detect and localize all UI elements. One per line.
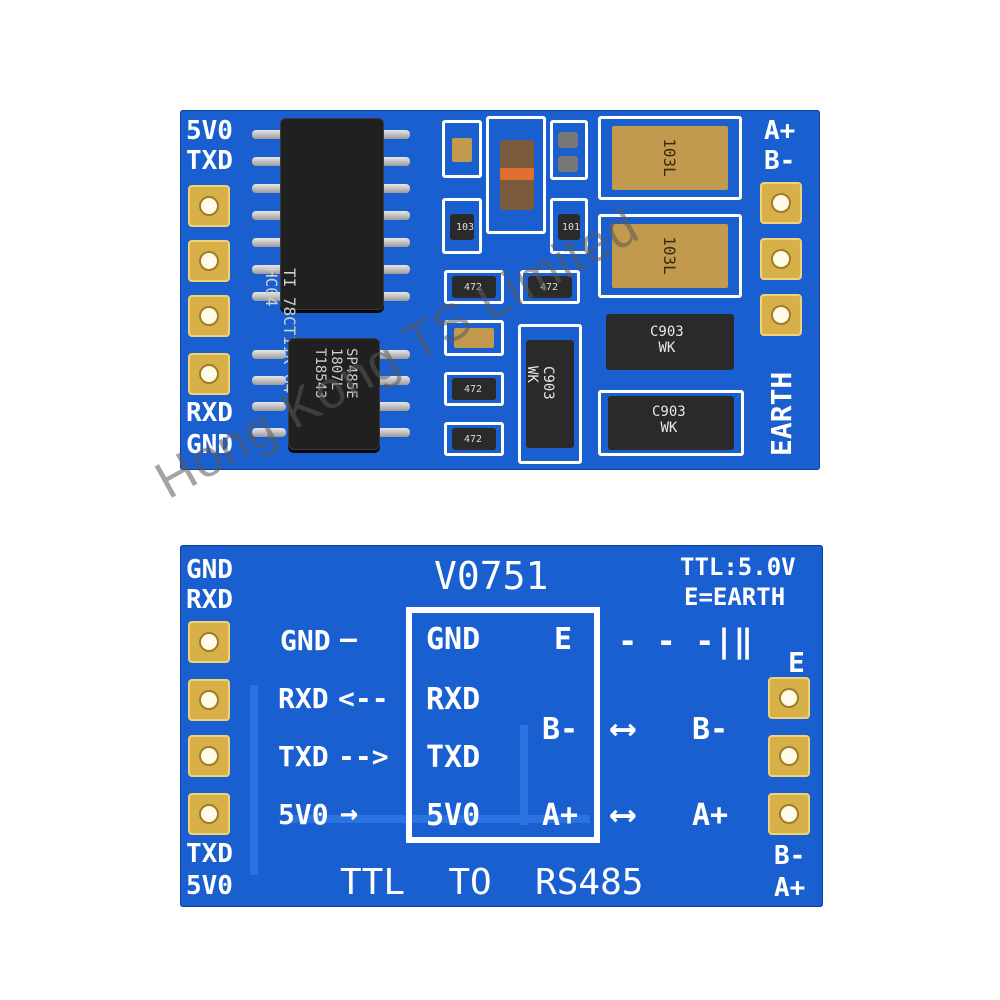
bottom-title: V0751 [434, 554, 549, 598]
tantalum-cap-2 [612, 224, 728, 288]
label-a-plus-bottom: A+ [774, 873, 806, 903]
resistor-472-2: 472 [540, 282, 559, 293]
inner-5v0: 5V0 [426, 798, 481, 833]
resistor-frame [444, 422, 504, 456]
hc04-chip: TI 78CT11K G4HC04 [262, 118, 384, 393]
pad-bottom-left-4 [188, 793, 230, 835]
pad-bottom-left-3 [188, 735, 230, 777]
arrow-a-plus: ⟷ [612, 794, 634, 835]
label-txd-bottom: TXD [186, 839, 233, 869]
tantalum-label-1: 103L [659, 138, 679, 177]
pad-left-4 [188, 353, 230, 395]
resistor-472-4: 472 [464, 434, 483, 445]
tvs-frame [518, 324, 582, 464]
label-a-plus-arrow: A+ [692, 798, 729, 833]
label-gnd-top: GND [186, 430, 233, 460]
module-box [406, 607, 600, 843]
pad-right-1 [760, 182, 802, 224]
inner-txd: TXD [426, 740, 481, 775]
label-5v0-top: 5V0 [186, 116, 233, 146]
tvs-diode-3: C903 WK [608, 396, 734, 450]
row-txd-arrow: --> [338, 740, 389, 773]
earth-symbol: - - -|‖ [618, 622, 753, 660]
inner-e: E [554, 622, 573, 657]
inner-rxd: RXD [426, 682, 481, 717]
pad-left-1 [188, 185, 230, 227]
tantalum-frame-2 [598, 214, 742, 298]
component-frame [550, 198, 588, 254]
label-txd-top: TXD [186, 146, 233, 176]
component-frame [486, 116, 546, 234]
info-line-2: E=EARTH [684, 583, 786, 611]
resistor-frame [444, 372, 504, 406]
row-rxd-arrow: <-- [338, 682, 389, 715]
tvs-frame [598, 390, 744, 456]
bottom-board: V0751 TTL:5.0V E=EARTH GND RXD TXD 5V0 G… [180, 545, 823, 907]
resistor-label: 101 [562, 222, 581, 233]
label-b-minus-arrow: B- [692, 712, 729, 747]
info-line-1: TTL:5.0V [680, 553, 796, 581]
resistor-label: 103 [456, 222, 475, 233]
component-frame [442, 120, 482, 178]
inner-gnd: GND [426, 622, 481, 657]
label-5v0-bottom: 5V0 [186, 871, 233, 901]
label-b-minus-top: B- [764, 146, 796, 176]
pad-bottom-right-3 [768, 793, 810, 835]
inner-b-minus: B- [542, 712, 579, 747]
row-gnd-arrow: — [340, 622, 357, 655]
resistor-frame [520, 270, 580, 304]
row-rxd-left: RXD [278, 682, 329, 715]
footer-text: TTL TO RS485 [340, 862, 644, 903]
resistor-472-3: 472 [464, 384, 483, 395]
arrow-b-minus: ⟷ [612, 708, 634, 749]
label-a-plus-top: A+ [764, 116, 796, 146]
tantalum-cap-1 [612, 126, 728, 190]
inner-a-plus: A+ [542, 798, 579, 833]
label-earth-top: EARTH [765, 371, 798, 456]
sp485-chip: SP485E 1807L T18543 [288, 338, 380, 450]
pad-bottom-left-1 [188, 621, 230, 663]
tantalum-frame-1 [598, 116, 742, 200]
label-b-minus-bottom: B- [774, 841, 806, 871]
row-5v0-arrow: → [340, 796, 359, 831]
resistor-472-1: 472 [464, 282, 483, 293]
component-frame [550, 120, 588, 180]
label-gnd-bottom: GND [186, 555, 233, 585]
row-5v0-left: 5V0 [278, 798, 329, 831]
pad-bottom-right-1 [768, 677, 810, 719]
label-rxd-top: RXD [186, 398, 233, 428]
row-gnd-left: GND [280, 624, 331, 657]
pad-right-2 [760, 238, 802, 280]
row-txd-left: TXD [278, 740, 329, 773]
pad-bottom-left-2 [188, 679, 230, 721]
component-frame [442, 198, 482, 254]
component-frame [444, 320, 504, 356]
pad-left-3 [188, 295, 230, 337]
tantalum-label-2: 103L [659, 236, 679, 275]
label-rxd-bottom: RXD [186, 585, 233, 615]
top-board: 5V0 TXD RXD GND TI 78CT11K G4HC04 SP485E… [180, 110, 820, 470]
label-e-right: E [788, 646, 805, 679]
pad-bottom-right-2 [768, 735, 810, 777]
tvs-diode-2: C903 WK [606, 314, 734, 370]
resistor-frame [444, 270, 504, 304]
pad-left-2 [188, 240, 230, 282]
pad-right-3 [760, 294, 802, 336]
